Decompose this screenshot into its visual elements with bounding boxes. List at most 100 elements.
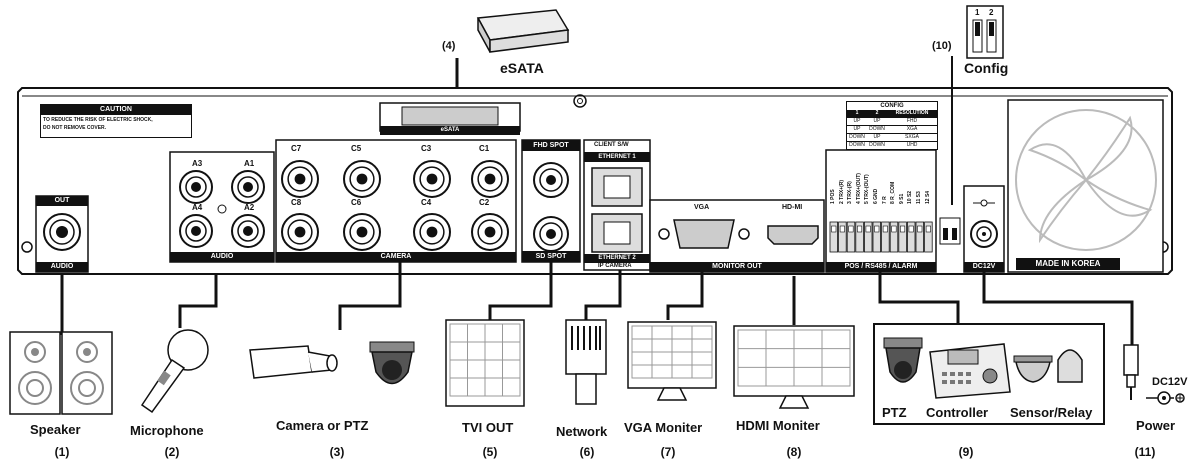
terminal-pin-label: 5 TRX-(OUT): [864, 174, 871, 204]
device-label-vga-monitor: VGA Moniter: [624, 420, 703, 435]
device-label-speaker: Speaker: [30, 422, 81, 437]
audio-out-bottom-label: AUDIO: [36, 262, 88, 272]
device-number-network: (6): [579, 445, 595, 459]
fhd-spot-label: FHD SPOT: [522, 140, 580, 151]
controller-keyboard-icon: [929, 343, 1011, 399]
terminal-pin-label: 8 R_COM: [890, 181, 897, 204]
audio-out-top-label: OUT: [36, 196, 88, 206]
terminal-pin-label: 11 S3: [916, 191, 922, 204]
ethernet1-label: ETHERNET 1: [584, 152, 650, 162]
device-label-hdmi-monitor: HDMI Moniter: [736, 418, 820, 433]
camera-channel-label: C7: [291, 144, 302, 153]
spot-bnc-jacks: [533, 162, 569, 252]
rj45-plug-icon: [565, 319, 607, 405]
vga-monitor-icon: [627, 321, 717, 401]
dc-polarity-symbol: [973, 199, 995, 207]
config-cell: XGA: [906, 126, 918, 132]
camera-channel-label: C4: [421, 198, 432, 207]
config-cell: DOWN: [869, 126, 885, 132]
config-cell: FHD: [906, 118, 918, 124]
camera-group-label: CAMERA: [276, 252, 516, 262]
camera-channel-label: C3: [421, 144, 432, 153]
config-callout-number: (10): [932, 40, 952, 52]
config-header-cell: 2: [875, 110, 879, 116]
camera-channel-label: C1: [479, 144, 490, 153]
config-cell: UP: [853, 118, 861, 124]
client-sw-label: CLIENT S/W: [594, 142, 629, 148]
device-number-hdmi-monitor: (8): [786, 445, 802, 459]
caution-title: CAUTION: [41, 105, 191, 115]
config-switch-icon: [966, 5, 1004, 59]
device-label-ptz: PTZ: [882, 405, 907, 420]
camera-channel-label: C6: [351, 198, 362, 207]
config-table-title: CONFIG: [880, 103, 904, 109]
terminal-pin-label: 9 S1: [898, 193, 905, 204]
esata-drive-icon: [476, 9, 570, 53]
terminal-pin-label: 7 R: [881, 196, 888, 204]
config-header-cell: RESOLUTION: [895, 110, 929, 116]
sd-spot-label: SD SPOT: [522, 251, 580, 262]
audio-channel-label: A2: [244, 203, 255, 212]
microphone-icon: [140, 329, 209, 414]
audio-channel-label: A4: [192, 203, 203, 212]
camera-channel-label: C2: [479, 198, 490, 207]
hdmi-port: [767, 225, 819, 245]
config-cell: UP: [873, 118, 881, 124]
device-number-power: (11): [1134, 445, 1156, 459]
config-switch-number-2: 2: [989, 8, 994, 17]
terminal-pin-label: 12 S4: [924, 190, 931, 204]
pos-rs485-alarm-label: POS / RS485 / ALARM: [826, 262, 936, 272]
config-table-row: UP DOWN XGA: [847, 125, 937, 133]
power-symbol-label: DC12V: [1152, 376, 1188, 388]
audio-channel-label: A1: [244, 159, 255, 168]
ip-camera-label: IP CAMERA: [598, 263, 632, 269]
config-switch-number-1: 1: [975, 8, 980, 17]
sensor-icon: [1013, 355, 1053, 383]
config-cell: DOWN: [869, 142, 885, 148]
relay-icon: [1057, 349, 1083, 383]
device-label-tvi-out: TVI OUT: [462, 420, 514, 435]
terminal-block: [829, 221, 933, 253]
config-table-row: UP UP FHD: [847, 117, 937, 125]
audio-in-label: AUDIO: [170, 252, 274, 262]
caution-line-2: DO NOT REMOVE COVER.: [43, 125, 107, 131]
audio-in-jacks: [179, 170, 265, 248]
screw: [573, 94, 587, 108]
config-cell: DOWN: [849, 142, 865, 148]
device-number-peripherals: (9): [958, 445, 974, 459]
device-label-controller: Controller: [926, 405, 989, 420]
config-cell: UP: [853, 126, 861, 132]
config-cell: UHD: [906, 142, 918, 148]
terminal-pin-label: 2 TRX+(R): [838, 179, 845, 204]
ethernet-ports: [591, 167, 643, 253]
hdmi-monitor-icon: [733, 325, 855, 409]
device-number-vga-monitor: (7): [660, 445, 676, 459]
fan-vent: [1015, 109, 1157, 251]
ptz-camera-icon: [369, 341, 415, 385]
config-table-header: 1 2 RESOLUTION: [847, 110, 937, 117]
esata-callout-label: eSATA: [500, 60, 544, 76]
dc-polarity-symbol: [1146, 391, 1185, 405]
device-number-camera: (3): [329, 445, 345, 459]
monitor-out-label: MONITOR OUT: [650, 262, 824, 272]
config-cell: SXGA: [905, 134, 919, 140]
caution-label: CAUTION TO REDUCE THE RISK OF ELECTRIC S…: [40, 104, 192, 138]
made-in-korea-label: MADE IN KOREA: [1016, 258, 1120, 270]
config-table: CONFIG 1 2 RESOLUTION UP UP FHD UP DOWN …: [846, 101, 938, 150]
config-table-row: DOWN DOWN UHD: [847, 141, 937, 149]
terminal-pin-label: 10 S2: [907, 190, 914, 204]
power-plug-icon: [1123, 344, 1139, 400]
screw: [21, 241, 33, 253]
device-label-sensor-relay: Sensor/Relay: [1010, 405, 1093, 420]
terminal-pin-label: 3 TRX-(R): [847, 181, 854, 204]
device-label-power: Power: [1136, 418, 1176, 433]
config-cell: UP: [873, 134, 881, 140]
terminal-pin-label: 6 GND: [873, 188, 879, 204]
terminal-pin-label: 1 POS: [830, 189, 836, 204]
config-callout-label: Config: [964, 60, 1009, 76]
camera-icon: [249, 345, 338, 379]
connector-lines: [60, 262, 1134, 345]
ethernet2-label: ETHERNET 2: [584, 254, 650, 263]
device-label-camera: Camera or PTZ: [276, 418, 369, 433]
